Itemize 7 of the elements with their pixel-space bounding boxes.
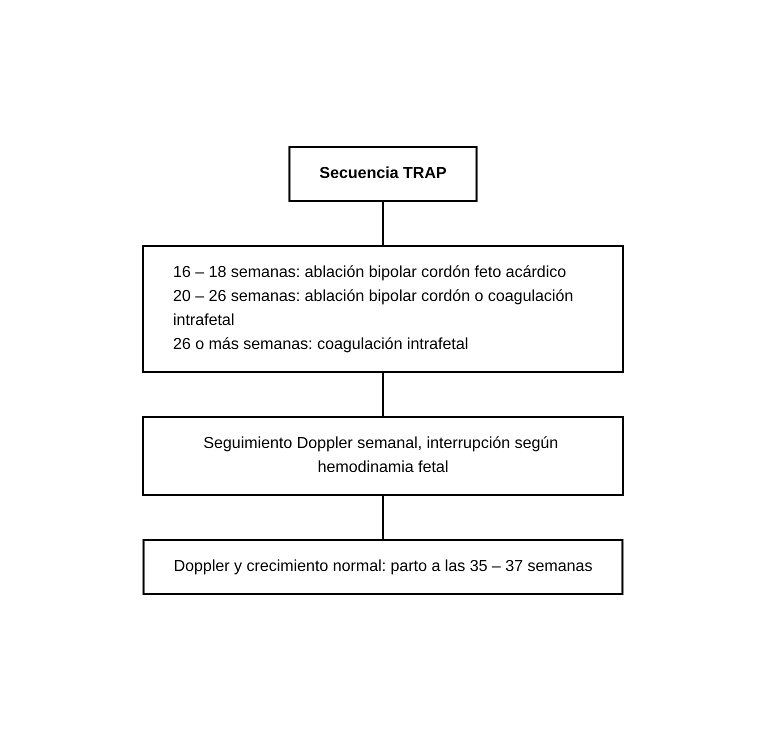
connector [382,372,384,417]
connector [382,495,384,540]
node-box: Secuencia TRAP [288,146,478,202]
node-box: Doppler y crecimiento normal: parto a las 35 – 37 semanas [142,539,623,595]
node-box: 16 – 18 semanas: ablación bipolar cordón feto acárdico 20 – 26 semanas: ablación bipolar cordón o coagulación intrafetal 26 o más semanas: coagulación intrafetal [142,245,624,373]
node-box: Seguimiento Doppler semanal, interrupción según hemodinamia fetal [142,416,624,496]
connector [382,201,384,246]
